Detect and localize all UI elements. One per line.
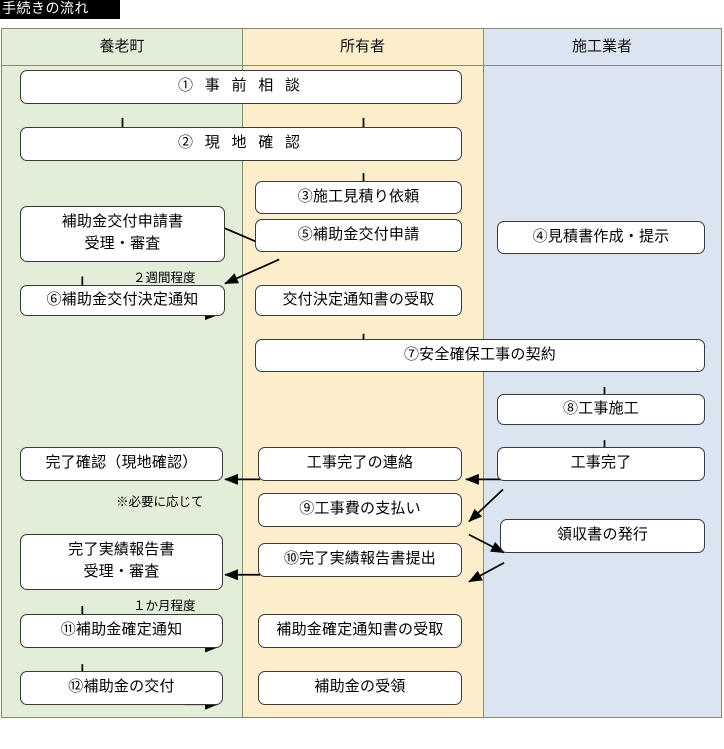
process-flow-diagram: 養老町 所有者 施工業者 bbox=[1, 28, 722, 718]
node-receive-review-completion-report[interactable]: 完了実績報告書 受理・審査 bbox=[20, 534, 223, 590]
lane-separator-2 bbox=[483, 29, 484, 717]
node-submit-completion-report[interactable]: ⑩完了実績報告書提出 bbox=[258, 543, 462, 577]
node-construction-execution[interactable]: ⑧工事施工 bbox=[497, 394, 705, 425]
node-label: ⑩完了実績報告書提出 bbox=[283, 551, 436, 568]
node-grant-decision-notice[interactable]: ⑥補助金交付決定通知 bbox=[20, 285, 225, 316]
node-label: 領収書の発行 bbox=[556, 527, 649, 544]
node-label: ④見積書作成・提示 bbox=[532, 228, 670, 245]
node-label: ① 事 前 相 談 bbox=[177, 78, 304, 95]
node-subsidy-application[interactable]: ⑤補助金交付申請 bbox=[255, 219, 462, 252]
node-label-line1: 補助金交付申請書 bbox=[61, 214, 184, 231]
node-label: 補助金の受領 bbox=[314, 679, 406, 696]
node-receive-review-application[interactable]: 補助金交付申請書 受理・審査 bbox=[20, 206, 225, 262]
lane-header-town: 養老町 bbox=[2, 29, 242, 66]
node-label-line2: 受理・審査 bbox=[83, 564, 160, 580]
note-as-needed: ※必要に応じて bbox=[116, 495, 204, 509]
node-label: 補助金確定通知書の受取 bbox=[276, 622, 444, 639]
node-site-inspection[interactable]: ② 現 地 確 認 bbox=[20, 127, 462, 161]
lane-background-contractor bbox=[483, 29, 721, 717]
lane-header-owner: 所有者 bbox=[242, 29, 483, 66]
node-label: ⑧工事施工 bbox=[562, 400, 639, 417]
node-subsidy-confirmation-notice[interactable]: ⑪補助金確定通知 bbox=[20, 614, 223, 648]
node-label-line1: 完了実績報告書 bbox=[68, 542, 175, 559]
node-subsidy-receipt[interactable]: 補助金の受領 bbox=[258, 671, 462, 705]
node-receive-decision-notice[interactable]: 交付決定通知書の受取 bbox=[255, 285, 462, 316]
node-label: ⑤補助金交付申請 bbox=[297, 226, 420, 243]
lane-separator-1 bbox=[242, 29, 243, 717]
node-label: ③施工見積り依頼 bbox=[297, 188, 420, 205]
node-completion-confirmation[interactable]: 完了確認（現地確認） bbox=[20, 447, 223, 481]
node-prior-consultation[interactable]: ① 事 前 相 談 bbox=[20, 70, 462, 104]
lane-header-contractor: 施工業者 bbox=[483, 29, 721, 66]
page-title: 手続きの流れ bbox=[0, 0, 120, 19]
node-safety-work-contract[interactable]: ⑦安全確保工事の契約 bbox=[255, 339, 705, 372]
node-label: ⑥補助金交付決定通知 bbox=[46, 291, 199, 308]
node-pay-construction-fee[interactable]: ⑨工事費の支払い bbox=[258, 493, 462, 527]
node-create-estimate[interactable]: ④見積書作成・提示 bbox=[497, 221, 705, 254]
node-label: 交付決定通知書の受取 bbox=[282, 291, 435, 308]
note-two-weeks: ２週間程度 bbox=[133, 271, 196, 285]
node-label: ⑪補助金確定通知 bbox=[60, 622, 183, 639]
node-request-estimate[interactable]: ③施工見積り依頼 bbox=[255, 181, 462, 214]
node-label-line2: 受理・審査 bbox=[84, 236, 161, 252]
node-label: ⑨工事費の支払い bbox=[299, 501, 421, 518]
node-label: ⑫補助金の交付 bbox=[68, 679, 175, 696]
node-issue-receipt[interactable]: 領収書の発行 bbox=[500, 519, 705, 553]
node-label: ② 現 地 確 認 bbox=[177, 135, 304, 152]
node-label: ⑦安全確保工事の契約 bbox=[403, 346, 556, 363]
note-one-month: １か月程度 bbox=[133, 599, 196, 613]
node-label: 工事完了 bbox=[570, 455, 632, 472]
node-completion-report-contact[interactable]: 工事完了の連絡 bbox=[258, 447, 462, 481]
node-receive-confirmation-notice[interactable]: 補助金確定通知書の受取 bbox=[258, 614, 462, 648]
node-label: 工事完了の連絡 bbox=[306, 455, 414, 472]
node-label: 完了確認（現地確認） bbox=[45, 455, 198, 472]
node-construction-complete[interactable]: 工事完了 bbox=[497, 447, 705, 481]
node-subsidy-payment[interactable]: ⑫補助金の交付 bbox=[20, 671, 223, 705]
